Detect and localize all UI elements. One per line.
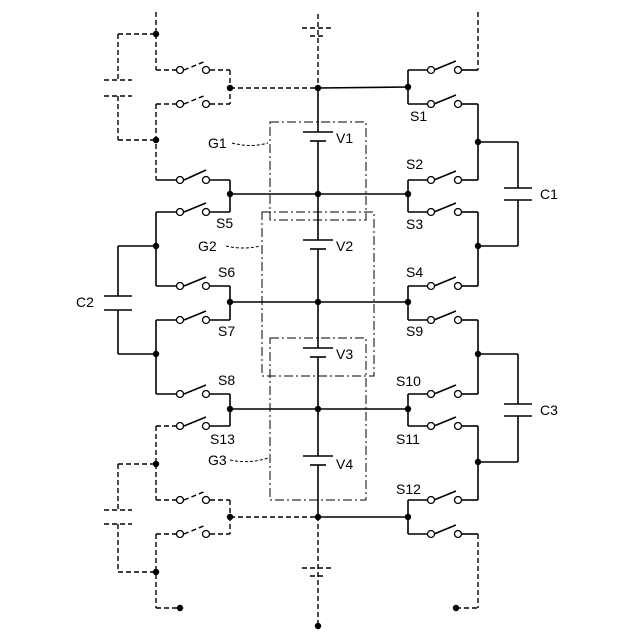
label-s12: S12 bbox=[396, 481, 421, 497]
battery-v2-symbol bbox=[303, 240, 333, 258]
label-v2: V2 bbox=[336, 238, 353, 254]
label-c3: C3 bbox=[540, 402, 558, 418]
label-s1: S1 bbox=[410, 108, 427, 124]
label-c2: C2 bbox=[76, 294, 94, 310]
label-v3: V3 bbox=[336, 346, 353, 362]
junction-dots bbox=[153, 31, 481, 629]
label-s8: S8 bbox=[218, 372, 235, 388]
label-s2: S2 bbox=[406, 156, 423, 172]
label-s11: S11 bbox=[396, 431, 420, 447]
battery-v3-symbol bbox=[303, 348, 333, 366]
label-s9: S9 bbox=[406, 323, 423, 339]
label-c1: C1 bbox=[540, 186, 558, 202]
label-s4: S4 bbox=[406, 264, 423, 280]
label-s7: S7 bbox=[218, 323, 235, 339]
label-s3: S3 bbox=[406, 216, 423, 232]
battery-v4-symbol bbox=[303, 456, 333, 474]
left-switch-rows bbox=[104, 170, 230, 426]
label-s13: S13 bbox=[210, 431, 235, 447]
label-s5: S5 bbox=[216, 215, 233, 231]
label-g3: G3 bbox=[208, 452, 227, 468]
label-v4: V4 bbox=[336, 456, 353, 472]
label-v1: V1 bbox=[336, 130, 353, 146]
left-top-dashed-switches bbox=[104, 12, 230, 180]
battery-v1-symbol bbox=[303, 132, 333, 150]
label-s10: S10 bbox=[396, 373, 421, 389]
right-switch-rows bbox=[408, 12, 532, 608]
label-g2: G2 bbox=[198, 238, 217, 254]
label-s6: S6 bbox=[218, 264, 235, 280]
label-g1: G1 bbox=[208, 135, 227, 151]
